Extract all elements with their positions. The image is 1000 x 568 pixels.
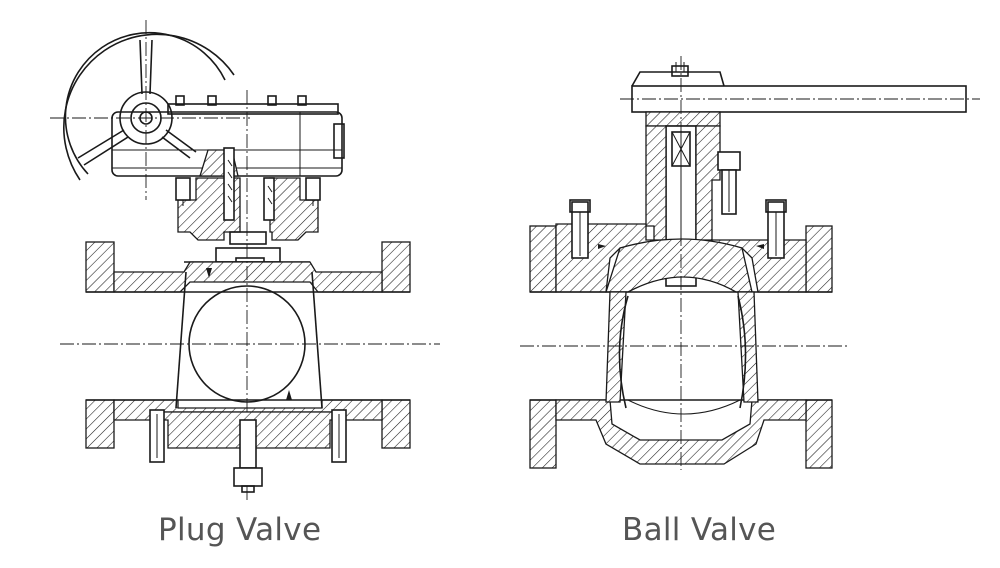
plug-valve-body — [60, 90, 440, 500]
plug-bonnet — [175, 147, 321, 277]
ball-valve-drawing — [520, 56, 980, 470]
lever-handle — [620, 62, 980, 113]
plug-valve-caption: Plug Valve — [158, 512, 322, 548]
plug-valve-drawing — [50, 20, 440, 500]
ball-valve-caption: Ball Valve — [622, 512, 777, 548]
handwheel — [50, 20, 250, 200]
ball-valve-body — [520, 56, 850, 470]
